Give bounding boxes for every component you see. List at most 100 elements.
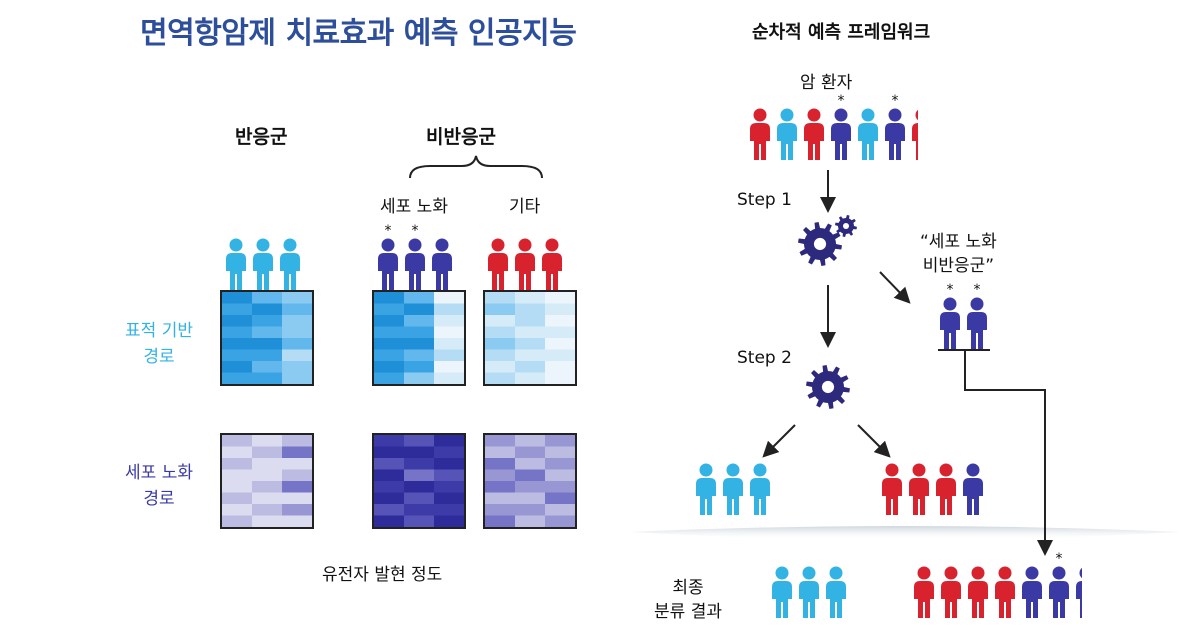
heatmap-cell bbox=[404, 372, 435, 384]
heatmap-cell bbox=[374, 481, 405, 493]
person-icon bbox=[799, 566, 819, 618]
responder-header: 반응군 bbox=[235, 126, 288, 148]
patients-label: 암 환자 bbox=[800, 73, 853, 93]
heatmap-cell bbox=[222, 481, 253, 493]
heatmap-cell bbox=[434, 326, 464, 339]
heatmap-cell bbox=[404, 338, 435, 350]
person-icon bbox=[968, 566, 988, 618]
heatmap-cell bbox=[485, 372, 516, 384]
star-marker: * bbox=[892, 94, 899, 109]
heatmap-cell bbox=[374, 435, 405, 447]
person-icon bbox=[696, 463, 716, 515]
framework-title: 순차적 예측 프레임워크 bbox=[752, 22, 931, 43]
patients-people: ** bbox=[748, 94, 918, 162]
heatmap-cell bbox=[515, 469, 546, 482]
heatmap-cell bbox=[282, 372, 312, 384]
heatmap-cell bbox=[434, 372, 464, 384]
person-icon bbox=[885, 108, 905, 160]
person-icon bbox=[804, 108, 824, 160]
x-caption: 유전자 발현 정도 bbox=[322, 565, 443, 585]
non-responder-header: 비반응군 bbox=[426, 126, 496, 148]
heatmap-cell bbox=[434, 458, 464, 470]
heatmap-cell bbox=[545, 303, 575, 316]
heatmap-cell bbox=[282, 435, 312, 447]
heatmap-cell bbox=[282, 292, 312, 304]
heatmap-cell bbox=[545, 504, 575, 516]
heatmap-cell bbox=[515, 515, 546, 527]
heatmap-cell bbox=[374, 292, 405, 304]
heatmap-cell bbox=[545, 315, 575, 327]
heatmap-cell bbox=[252, 435, 283, 447]
heatmap-cell bbox=[222, 349, 253, 362]
heatmap-cell bbox=[252, 515, 283, 527]
heatmap-cell bbox=[282, 303, 312, 316]
heatmap-cell bbox=[404, 361, 435, 373]
person-icon bbox=[912, 109, 918, 160]
heatmap-cell bbox=[485, 481, 516, 493]
heatmap-cell bbox=[252, 303, 283, 316]
wave-divider bbox=[630, 526, 1180, 540]
heatmap-cell bbox=[485, 515, 516, 527]
heatmap-cell bbox=[404, 303, 435, 316]
other-people bbox=[486, 238, 576, 292]
heatmap-cell bbox=[282, 315, 312, 327]
heatmap-cell bbox=[485, 315, 516, 327]
person-icon bbox=[1076, 567, 1082, 618]
person-icon bbox=[914, 566, 934, 618]
responder-people bbox=[224, 238, 314, 292]
heatmap-cell bbox=[252, 349, 283, 362]
heatmap-cell bbox=[222, 469, 253, 482]
heatmap-cell bbox=[222, 361, 253, 373]
heatmap-cell bbox=[545, 361, 575, 373]
heatmap-cell bbox=[434, 504, 464, 516]
heatmap-cell bbox=[404, 292, 435, 304]
heatmap-cell bbox=[404, 349, 435, 362]
step2-responder-people bbox=[694, 463, 784, 517]
star-marker: * bbox=[385, 224, 392, 239]
heatmap-cell bbox=[252, 504, 283, 516]
final-responder-people bbox=[770, 566, 860, 620]
heatmap-cell bbox=[434, 315, 464, 327]
star-marker: * bbox=[838, 94, 845, 109]
person-icon bbox=[777, 108, 797, 160]
heatmap-cell bbox=[374, 372, 405, 384]
gear-icon bbox=[835, 215, 857, 237]
heatmap-cell bbox=[485, 303, 516, 316]
brace-icon bbox=[409, 155, 543, 179]
heatmap-cell bbox=[252, 492, 283, 505]
heatmap-cell bbox=[404, 435, 435, 447]
final-line2: 분류 결과 bbox=[654, 602, 722, 622]
heatmap-cell bbox=[515, 372, 546, 384]
heatmap-cell bbox=[252, 361, 283, 373]
heatmap-cell bbox=[404, 446, 435, 459]
final-classification-label: 최종 분류 결과 bbox=[642, 576, 734, 624]
heatmap-cell bbox=[222, 446, 253, 459]
final-non-responder-people: ** bbox=[912, 552, 1082, 620]
person-icon bbox=[826, 566, 846, 618]
heatmap-cell bbox=[282, 446, 312, 459]
heatmap-cell bbox=[222, 372, 253, 384]
heatmap-cell bbox=[252, 292, 283, 304]
senescence-people: ** bbox=[376, 224, 466, 292]
quote-line1: “세포 노화 bbox=[920, 232, 997, 252]
heatmap-cell bbox=[434, 515, 464, 527]
person-icon bbox=[1049, 566, 1069, 618]
heatmap-cell bbox=[485, 446, 516, 459]
person-icon bbox=[995, 566, 1015, 618]
heatmap-cell bbox=[222, 315, 253, 327]
heatmap-cell bbox=[485, 338, 516, 350]
heatmap-cell bbox=[545, 349, 575, 362]
heatmap-cell bbox=[485, 435, 516, 447]
arrow-icon bbox=[857, 424, 891, 458]
heatmap-cell bbox=[374, 492, 405, 505]
senescence-group-label: 세포 노화 bbox=[380, 197, 448, 217]
page-title: 면역항암제 치료효과 예측 인공지능 bbox=[140, 16, 577, 51]
heatmap-cell bbox=[485, 492, 516, 505]
heatmap-cell bbox=[485, 458, 516, 470]
heatmap-cell bbox=[282, 492, 312, 505]
heatmap-cell bbox=[222, 492, 253, 505]
person-icon bbox=[831, 108, 851, 160]
heatmap-cell bbox=[515, 481, 546, 493]
senescence-pathway-label: 세포 노화 경로 bbox=[104, 460, 214, 512]
heatmap-cell bbox=[404, 469, 435, 482]
